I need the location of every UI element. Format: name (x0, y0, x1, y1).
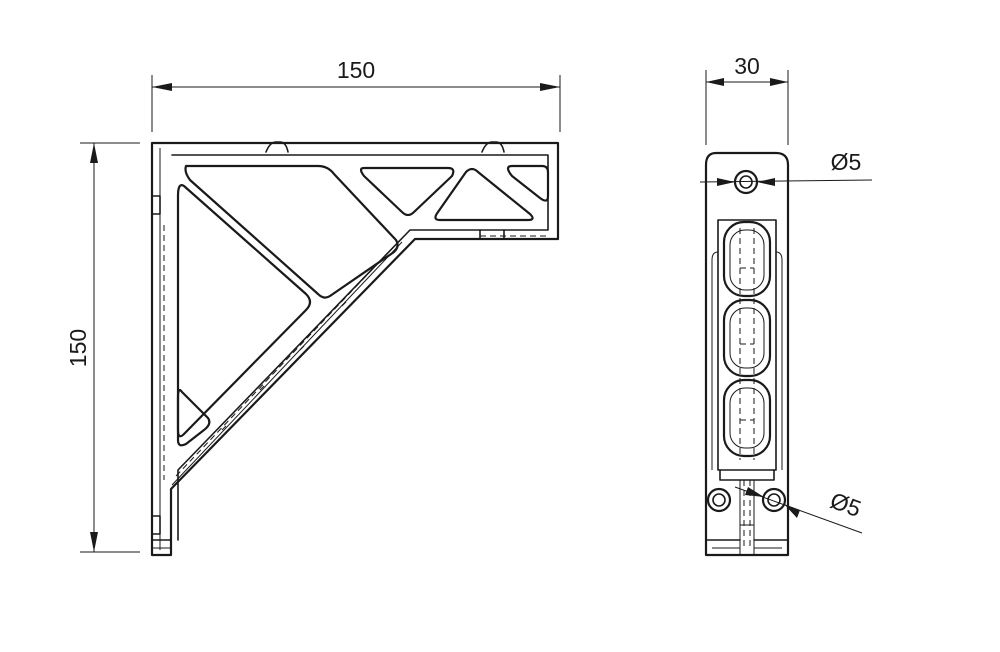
bracket-front-view (150, 141, 560, 557)
dimension-side-width: 30 (705, 53, 789, 145)
dimension-label-side-width: 30 (734, 53, 760, 79)
bracket-side-view (704, 151, 790, 557)
dimension-top-width: 150 (151, 57, 561, 132)
callout-label-bottom-hole: Ø5 (827, 487, 865, 522)
bottom-left-hole (706, 487, 732, 513)
dimension-label-top-width: 150 (337, 57, 375, 83)
callout-bottom-hole: Ø5 (734, 486, 865, 534)
callout-label-top-hole: Ø5 (831, 149, 862, 175)
callout-top-hole: Ø5 (699, 149, 873, 186)
bottom-right-hole (761, 487, 787, 513)
dimension-left-height: 150 (65, 142, 140, 553)
dimension-label-left-height: 150 (65, 329, 91, 367)
